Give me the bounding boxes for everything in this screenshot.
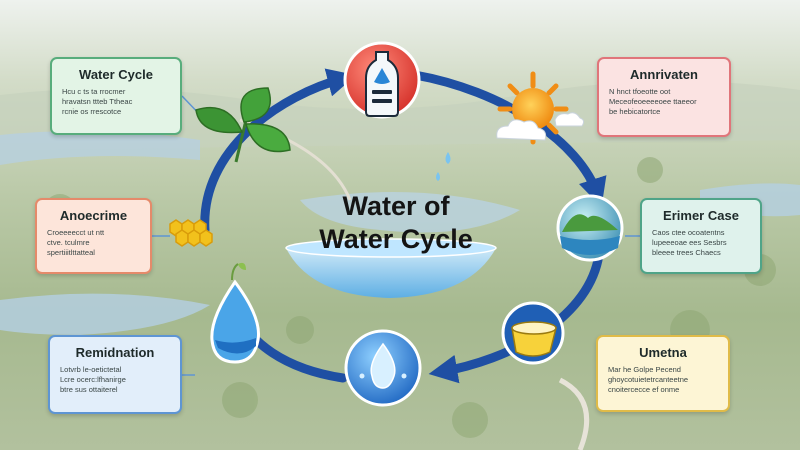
bucket-icon	[501, 301, 565, 365]
water-bowl-icon	[285, 238, 497, 298]
card-water-cycle: Water Cycle Hcu c ts ta rrocmer hravatsn…	[50, 57, 182, 135]
landscape-lake-icon	[556, 194, 624, 262]
card-umetna: Umetna Mar he Golpe Pecend ghoycotuietet…	[596, 335, 730, 412]
card-body: Hcu c ts ta rrocmer hravatsn ttteb Tthea…	[62, 87, 133, 116]
cloud-icon	[496, 112, 585, 141]
water-drop-icon	[210, 262, 261, 364]
card-body: Lotvrb le-oetictetal Lcre ocerc:lfhanirg…	[60, 365, 126, 394]
leaf-icon	[195, 87, 291, 163]
card-body: Caos ctee ocoatentns lupeeeoae ees Sesbr…	[652, 228, 727, 257]
card-body: N hnct tfoeotte oot Meceofeoeeeeoee ttae…	[609, 87, 697, 116]
card-remidnation: Remidnation Lotvrb le-oetictetal Lcre oc…	[48, 335, 182, 414]
card-body: Mar he Golpe Pecend ghoycotuietetrcantee…	[608, 365, 689, 394]
title-line-1: Water of	[342, 191, 450, 221]
card-erimer-case: Erimer Case Caos ctee ocoatentns lupeeeo…	[640, 198, 762, 274]
card-anoecrime: Anoecrime Croeeeecct ut ntt ctve. tculmr…	[35, 198, 152, 274]
water-bottle-icon	[343, 41, 421, 119]
card-title: Umetna	[639, 345, 687, 360]
rain-globe-icon	[344, 329, 422, 407]
card-title: Remidnation	[75, 345, 155, 360]
card-body: Croeeeecct ut ntt ctve. tculmre spertiii…	[47, 228, 105, 257]
title-line-2: Water Cycle	[319, 224, 473, 254]
card-annrivaten: Annrivaten N hnct tfoeotte oot Meceofeoe…	[597, 57, 731, 137]
water-drop-icon	[436, 152, 451, 181]
card-title: Anoecrime	[59, 208, 128, 223]
card-title: Annrivaten	[630, 67, 698, 82]
honeycomb-icon	[169, 219, 213, 247]
diagram-title: Water of Water Cycle	[296, 190, 496, 256]
card-title: Erimer Case	[663, 208, 739, 223]
card-title: Water Cycle	[79, 67, 153, 82]
